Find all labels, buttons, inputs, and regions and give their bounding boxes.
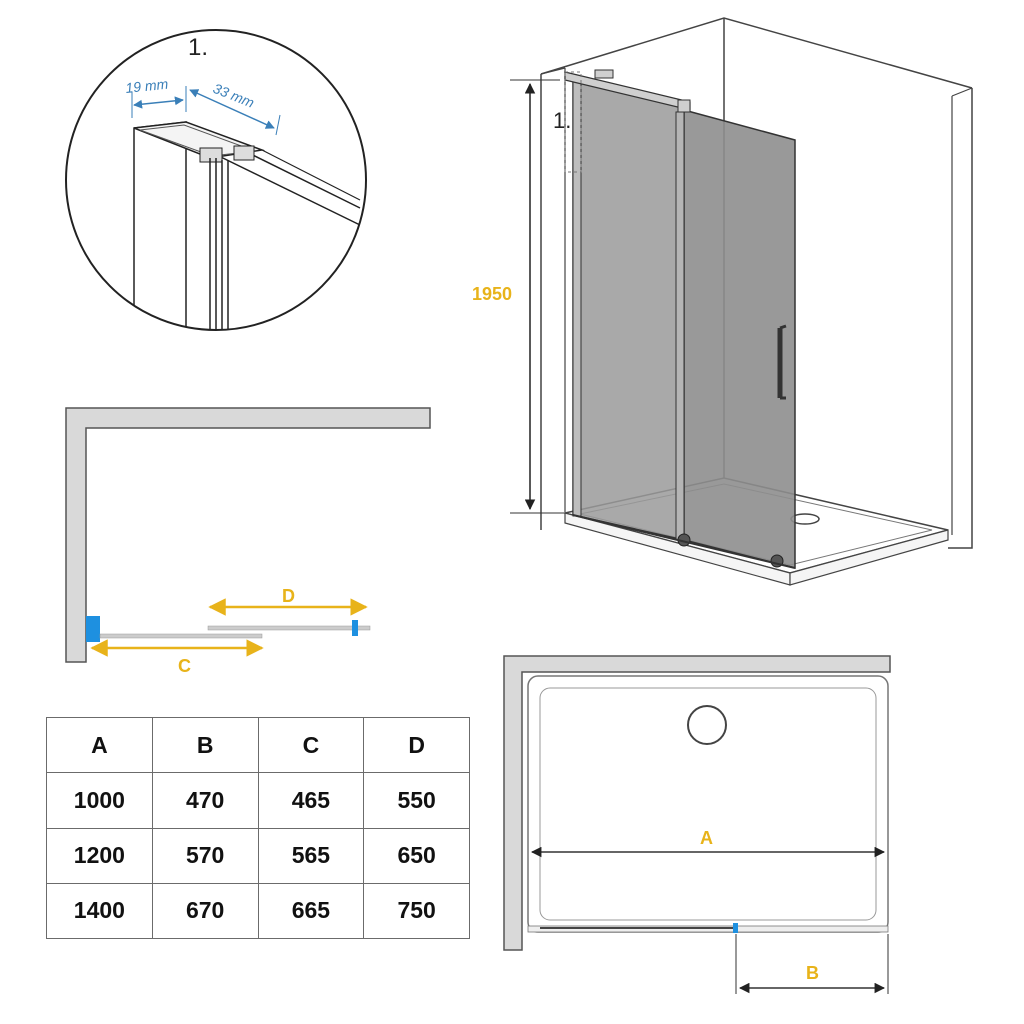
table-cell: 1200 xyxy=(46,827,153,884)
table-cell: 470 xyxy=(151,772,259,829)
table-cell: 565 xyxy=(257,827,365,884)
table-row: 1000 470 465 550 xyxy=(46,772,470,829)
label-b: B xyxy=(806,963,819,983)
label-a: A xyxy=(700,828,713,848)
table-row: 1200 570 565 650 xyxy=(46,827,470,884)
table-header-row: A B C D xyxy=(46,716,470,774)
plan-tray-view: A B xyxy=(503,655,891,994)
table-cell: 570 xyxy=(151,827,259,884)
height-label: 1950 xyxy=(472,284,512,304)
header-b: B xyxy=(151,716,259,774)
table-cell: 650 xyxy=(363,827,470,884)
detail-dim-19mm: 19 mm xyxy=(125,76,170,96)
table-cell: 550 xyxy=(363,772,470,829)
header-c: C xyxy=(257,716,365,774)
table-cell: 1400 xyxy=(46,882,153,940)
label-d: D xyxy=(282,586,295,606)
size-table: A B C D 1000 470 465 550 1200 570 565 65… xyxy=(46,716,470,940)
table-cell: 465 xyxy=(257,772,365,829)
table-row: 1400 670 665 750 xyxy=(46,882,470,940)
elevation-callout: 1. xyxy=(553,108,571,133)
table-cell: 670 xyxy=(151,882,259,940)
detail-dim-33mm: 33 mm xyxy=(211,80,257,111)
table-cell: 1000 xyxy=(46,772,153,829)
detail-callout: 1. xyxy=(188,34,208,61)
plan-overlap-view: D C xyxy=(65,407,431,676)
table-cell: 665 xyxy=(257,882,365,940)
elevation-view: 1. 1950 xyxy=(472,17,973,586)
header-d: D xyxy=(363,716,470,774)
label-c: C xyxy=(178,656,191,676)
header-a: A xyxy=(46,716,153,774)
table-cell: 750 xyxy=(363,882,470,940)
profile-detail: 1. 19 mm 33 mm xyxy=(65,29,367,331)
